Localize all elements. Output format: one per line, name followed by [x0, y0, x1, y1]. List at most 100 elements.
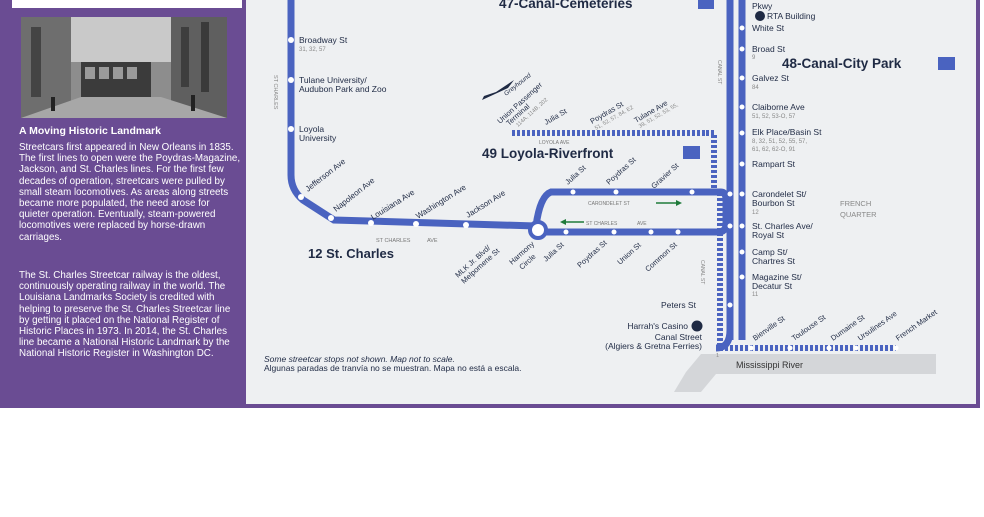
svg-text:St. Charles Ave/: St. Charles Ave/: [752, 221, 813, 231]
river-label: Mississippi River: [736, 360, 803, 370]
stop-elk-place[interactable]: Elk Place/Basin St 8, 32, 51, 52, 55, 57…: [739, 127, 823, 153]
stop-magazine-decatur[interactable]: Magazine St/ Decatur St 11: [739, 272, 803, 298]
svg-text:French Market: French Market: [894, 307, 940, 343]
stop-bienville[interactable]: Bienville St: [748, 313, 788, 351]
svg-text:31, 32, 57: 31, 32, 57: [299, 47, 326, 53]
harmony-circle-marker: [528, 220, 548, 240]
stop-jefferson-ave[interactable]: Jefferson Ave: [298, 156, 348, 200]
svg-text:Julia St: Julia St: [543, 106, 570, 127]
stop-poydras-st-loyola[interactable]: Poydras St 51, 52, 57, 84, E2: [589, 99, 635, 132]
svg-text:AVE: AVE: [427, 238, 438, 244]
line-title-canal-cemeteries: 47-Canal-Cemeteries: [499, 0, 633, 11]
svg-text:51, 52, 53-O, 57: 51, 52, 53-O, 57: [752, 114, 796, 120]
svg-text:White St: White St: [752, 23, 785, 33]
accessible-icon: [683, 146, 700, 159]
svg-text:Jefferson Ave: Jefferson Ave: [304, 156, 348, 193]
svg-text:61, 62, 62-O, 91: 61, 62, 62-O, 91: [752, 147, 796, 153]
streetcar-map: Mississippi River 47-Canal-Cemeteries 48…: [246, 0, 976, 404]
cbd-loop: [532, 188, 730, 236]
svg-text:CANAL ST: CANAL ST: [716, 60, 722, 84]
stop-claiborne-ave[interactable]: Claiborne Ave 51, 52, 53-O, 57: [739, 102, 806, 120]
stop-harrahs-casino[interactable]: Harrah's Casino Canal Street (Algiers & …: [605, 320, 719, 360]
svg-text:Peters St: Peters St: [661, 300, 697, 310]
svg-text:84: 84: [752, 85, 759, 91]
street-label-st-charles-vertical: ST CHARLES: [272, 75, 278, 110]
svg-text:Galvez St: Galvez St: [752, 73, 789, 83]
svg-text:Bourbon St: Bourbon St: [752, 198, 795, 208]
stop-peters-st[interactable]: Peters St: [661, 300, 733, 310]
route-map-svg: Mississippi River 47-Canal-Cemeteries 48…: [264, 0, 955, 392]
svg-text:RTA Building: RTA Building: [767, 11, 816, 21]
stop-st-charles-royal[interactable]: St. Charles Ave/ Royal St: [727, 221, 814, 240]
svg-text:Common St: Common St: [643, 240, 679, 274]
stop-rampart-st[interactable]: Rampart St: [739, 159, 796, 169]
river-area: [674, 354, 936, 392]
svg-text:Canal Street: Canal Street: [655, 332, 703, 342]
svg-text:Washington Ave: Washington Ave: [414, 182, 468, 220]
street-label-carondelet: CARONDELET ST: [588, 201, 630, 207]
svg-text:9: 9: [752, 55, 756, 61]
stop-loyola-university[interactable]: Loyola University: [288, 124, 337, 143]
stop-mlk-blvd[interactable]: MLK Jr. Blvd/ Melpomene St: [453, 243, 502, 286]
svg-text:University: University: [299, 133, 337, 143]
svg-text:Pkwy: Pkwy: [752, 1, 773, 11]
street-label-st-charles: ST CHARLES: [376, 238, 411, 244]
disclaimer-en: Some streetcar stops not shown. Map not …: [264, 354, 455, 364]
svg-text:Tulane University/: Tulane University/: [299, 75, 367, 85]
stop-french-market[interactable]: French Market: [893, 307, 940, 351]
street-label-loyola-ave: LOYOLA AVE: [539, 140, 570, 146]
svg-text:Rampart St: Rampart St: [752, 159, 796, 169]
history-paragraph-1: Streetcars first appeared in New Orleans…: [19, 142, 241, 243]
svg-text:Harrah's Casino: Harrah's Casino: [627, 321, 688, 331]
svg-text:(Algiers & Gretna Ferries): (Algiers & Gretna Ferries): [605, 341, 702, 351]
history-panel: A Moving Historic Landmark Streetcars fi…: [4, 0, 244, 404]
svg-text:Louisiana Ave: Louisiana Ave: [369, 187, 416, 221]
line-title-loyola-riverfront: 49 Loyola-Riverfront: [482, 146, 614, 161]
stop-white-st[interactable]: White St: [739, 23, 785, 33]
stop-carondelet-bourbon[interactable]: Carondelet St/ Bourbon St 12: [727, 189, 807, 216]
panel-heading: A Moving Historic Landmark: [19, 125, 161, 137]
star-icon: [691, 320, 703, 332]
stop-tulane-ave[interactable]: Tulane Ave 39, 51, 52, 53, 55,: [633, 98, 680, 129]
svg-text:AVE: AVE: [637, 221, 647, 227]
historic-streetcar-photo: [21, 17, 227, 118]
svg-text:Claiborne Ave: Claiborne Ave: [752, 102, 805, 112]
stop-galvez-st[interactable]: Galvez St 84: [739, 73, 790, 91]
stop-tulane-university[interactable]: Tulane University/ Audubon Park and Zoo: [288, 75, 387, 94]
stop-camp-chartres[interactable]: Camp St/ Chartres St: [739, 247, 796, 266]
stop-harmony-circle[interactable]: Harmony Circle: [507, 239, 537, 271]
stop-common-st[interactable]: Common St: [643, 229, 681, 274]
svg-text:Elk Place/Basin St: Elk Place/Basin St: [752, 127, 822, 137]
svg-text:Julia St: Julia St: [563, 163, 588, 187]
svg-text:Broad St: Broad St: [752, 44, 786, 54]
stop-broadway[interactable]: Broadway St 31, 32, 57: [288, 35, 348, 53]
stop-toulouse[interactable]: Toulouse St: [787, 312, 829, 351]
svg-text:ST CHARLES: ST CHARLES: [586, 221, 618, 227]
svg-text:Broadway St: Broadway St: [299, 35, 348, 45]
accessible-icon: [698, 0, 714, 9]
svg-text:Jackson Ave: Jackson Ave: [464, 188, 507, 220]
stop-broad-st[interactable]: Broad St 9: [739, 44, 786, 61]
svg-text:QUARTER: QUARTER: [840, 210, 877, 219]
svg-text:CANAL ST: CANAL ST: [699, 260, 705, 284]
svg-text:12: 12: [752, 210, 759, 216]
svg-text:11: 11: [752, 292, 759, 298]
stop-julia-st-loyola[interactable]: Julia St: [543, 106, 570, 127]
svg-text:Audubon Park and Zoo: Audubon Park and Zoo: [299, 84, 387, 94]
svg-text:Poydras St: Poydras St: [575, 238, 609, 270]
svg-text:Camp St/: Camp St/: [752, 247, 788, 257]
svg-text:Ursulines Ave: Ursulines Ave: [856, 309, 899, 343]
stop-pkwy[interactable]: Pkwy: [752, 1, 773, 11]
svg-text:Toulouse St: Toulouse St: [790, 312, 828, 342]
stop-rta-building[interactable]: RTA Building: [755, 11, 816, 21]
disclaimer-es: Algunas paradas de tranvía no se muestra…: [264, 363, 522, 373]
svg-text:Gravier St: Gravier St: [649, 161, 681, 191]
svg-text:Decatur St: Decatur St: [752, 281, 793, 291]
svg-text:Julia St: Julia St: [541, 240, 566, 264]
history-paragraph-2: The St. Charles Streetcar railway is the…: [19, 270, 231, 360]
svg-text:1: 1: [716, 353, 719, 359]
star-icon: [755, 11, 765, 21]
panel-top-bar: [12, 0, 242, 8]
svg-text:Napoleon Ave: Napoleon Ave: [332, 176, 377, 214]
svg-text:Chartres St: Chartres St: [752, 256, 796, 266]
